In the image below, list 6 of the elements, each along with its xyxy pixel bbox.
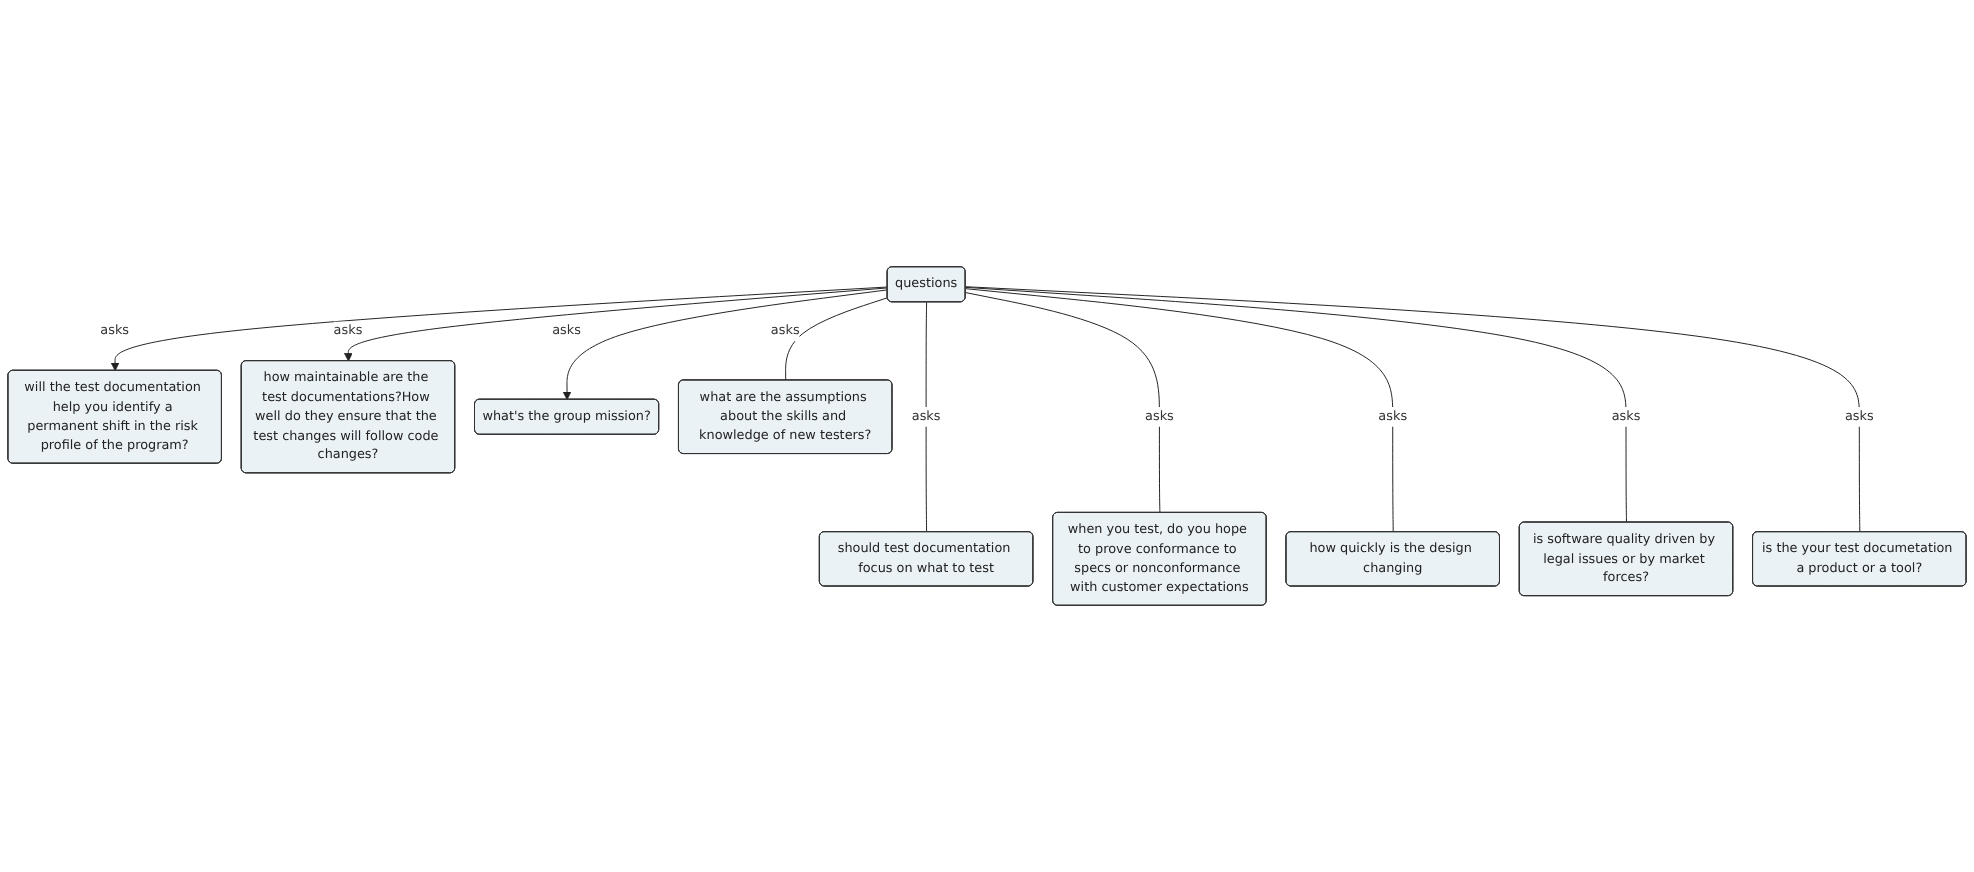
connector — [965, 288, 1394, 533]
connector — [925, 301, 928, 533]
connector — [965, 286, 1627, 523]
connector — [965, 286, 1861, 533]
connector — [785, 297, 889, 381]
connector — [965, 292, 1161, 514]
